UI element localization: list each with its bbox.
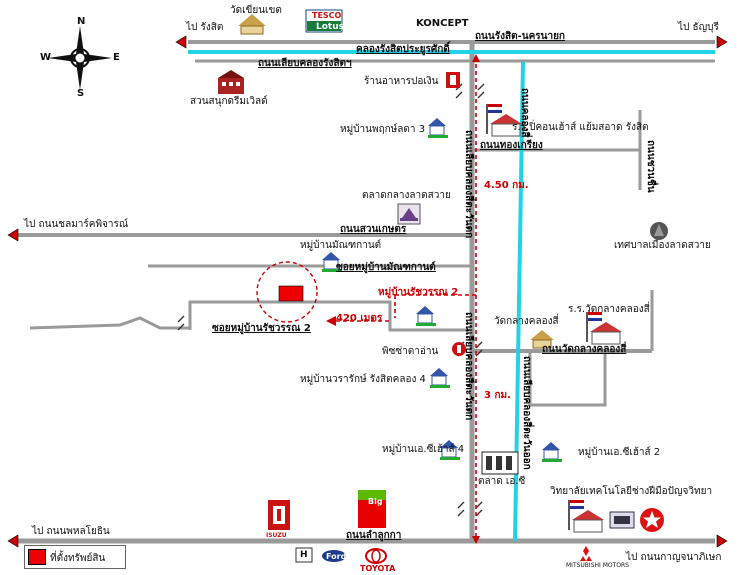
toyota-logo [365,548,387,564]
road-label-vertical-main-lower: ถนนเลียบคลองสี่ตะวันตก [463,312,474,421]
road-label-vertical-right: ถนนชวนชื่น [645,140,656,193]
direction-bottom-right: ไป ถนนกาญจนาภิเษก [626,552,722,563]
legend [24,545,126,569]
direction-arrows [7,35,728,548]
label-mitsubishi: MITSUBISHI MOTORS [566,562,629,569]
road-label-canal: คลองรังสิตประยูรศักดิ์ [356,44,450,55]
compass-north-label: N [77,16,86,27]
temple-icon [238,14,266,35]
road-west-spur [29,316,190,330]
label-college: วิทยาลัยเทคโนโลยีช่างฝีมือปัญจวิทยา [550,486,713,497]
label-ec-2: หมู่บ้านเอ.ซีเฮ้าส์ 2 [578,447,661,458]
label-tesco: TESCO [312,11,342,20]
direction-bottom-left: ไป ถนนพหลโยธิน [32,526,110,537]
direction-top-left: ไป รังสิต [186,22,224,33]
property-radius-circle [256,261,318,323]
label-pruksa: หมู่บ้านพฤกษ์ลดา 3 [340,124,426,135]
label-ec-4: หมู่บ้านเอ.ซีเฮ้าส์ 4 [382,444,465,455]
road-label-lam-luk-ka: ถนนลำลูกกา [346,530,402,541]
municipality-emblem-icon [650,222,668,240]
distance-label-2: 3 กม. [484,390,511,401]
tesco-lotus-logo [305,9,343,33]
market-ac-icon [481,451,519,475]
honda-logo [295,547,313,563]
legend-swatch [28,549,46,565]
road-label-soi-ratchawan: ซอยหมู่บ้านรัชวรรณ 2 [212,323,311,334]
road-label-rangsit-nakhonnayok: ถนนรังสิต-นครนายก [475,31,565,42]
house-icon [542,442,562,462]
route-line [394,64,477,536]
compass-south-label: S [77,88,85,99]
road-label-thong-kriang: ถนนทองเกรียง [480,140,543,151]
label-lotus: Lotus [316,22,344,32]
caltex-star-icon [640,508,664,532]
road-south-loop [528,351,607,407]
arrow-bottom-right [716,534,728,548]
road-label-soi-monthakan: ซอยหมู่บ้านมัณฑกานต์ [336,262,436,273]
direction-top-right: ไป ธัญบุรี [678,22,719,33]
arrow-top-left [175,35,187,49]
distance-label-3: 420 เมตร [336,313,383,324]
property-marker[interactable] [278,285,304,302]
school-icon [486,104,522,137]
road-label-wat-klang: ถนนวัดกลางคลองสี่ [542,344,627,355]
road-label-vertical-main: ถนนเลียบคลองสี่ตะวันตก [463,130,474,239]
market-icon [397,203,421,225]
college-building-icon [609,511,635,529]
road-ratchawan-soi [188,300,470,332]
road-label-canal-side: ถนนเลียบคลองรังสิตฯ [258,58,352,69]
village-icons [322,118,562,462]
bigc-logo [358,490,386,528]
koncept-logo [414,16,462,32]
label-market-ac: ตลาด เอ.ซี [478,476,526,487]
isuzu-logo [268,500,290,530]
label-ratchawan: หมู่บ้านรัชวรรณ 2 [378,287,459,298]
road-network [18,40,715,544]
label-honda: H [300,550,308,560]
pizza-icon [452,342,466,356]
label-bigc: Big C [368,497,392,506]
house-icon [428,118,448,138]
road-label-vertical-canal: ถนนเลียบคลองสี่ตะวันออก [521,356,532,470]
house-icon [322,252,342,272]
label-isuzu: ISUZU [266,532,287,539]
label-dream-world: สวนสนุกดรีมเวิลด์ [190,96,268,107]
arrow-mid-left [7,228,19,242]
arrow-top-right [716,35,728,49]
road-label-suan-kaset: ถนนสวนเกษตร [340,224,407,235]
label-municipality: เทศบาลเมืองลาดสวาย [614,240,711,251]
distance-label-1: 4.50 กม. [484,180,529,191]
label-koncept: KONCEPT [416,18,469,29]
dream-world-icon [218,70,244,94]
label-pit-sa-ta: พิซซ่าตาอ่าน [382,346,439,357]
restaurant-icon [446,72,460,88]
compass-east-label: E [113,52,120,63]
label-warak: หมู่บ้านวรารักษ์ รังสิตคลอง 4 [300,374,426,385]
temple-icon [530,330,554,349]
label-wat-klang: วัดกลางคลองสี่ [494,316,559,327]
arrow-bottom-left [7,534,19,548]
label-monthakan: หมู่บ้านมัณฑกานต์ [300,240,382,251]
route-arrows [326,54,480,544]
direction-mid-left: ไป ถนนชลมาร์คพิจารณ์ [24,219,129,230]
label-toyota: TOYOTA [360,564,396,573]
school-icon [568,500,604,533]
compass-icon [48,26,112,90]
house-icon [430,368,450,388]
mitsubishi-logo [580,546,592,561]
compass-west-label: W [40,52,52,63]
label-school-pieo: ร.ร.ปิ่คอนเฮ้าส์ แย้มสอาด รังสิต [512,122,649,133]
label-talat-lat-sawai: ตลาดกลางลาดสวาย [362,190,451,201]
legend-label: ที่ตั้งทรัพย์สิน [50,553,106,564]
house-icon [416,306,436,326]
label-restaurant: ร้านอาหารปอเงิน [364,76,439,87]
ford-logo [322,550,346,562]
school-icon [586,312,622,345]
house-icon [440,440,460,460]
label-ford: Ford [326,552,347,561]
label-school-wat-klang: ร.ร.วัดกลางคลองสี่ [568,304,650,315]
label-wat-khian-khet: วัดเขียนเขต [230,5,282,16]
